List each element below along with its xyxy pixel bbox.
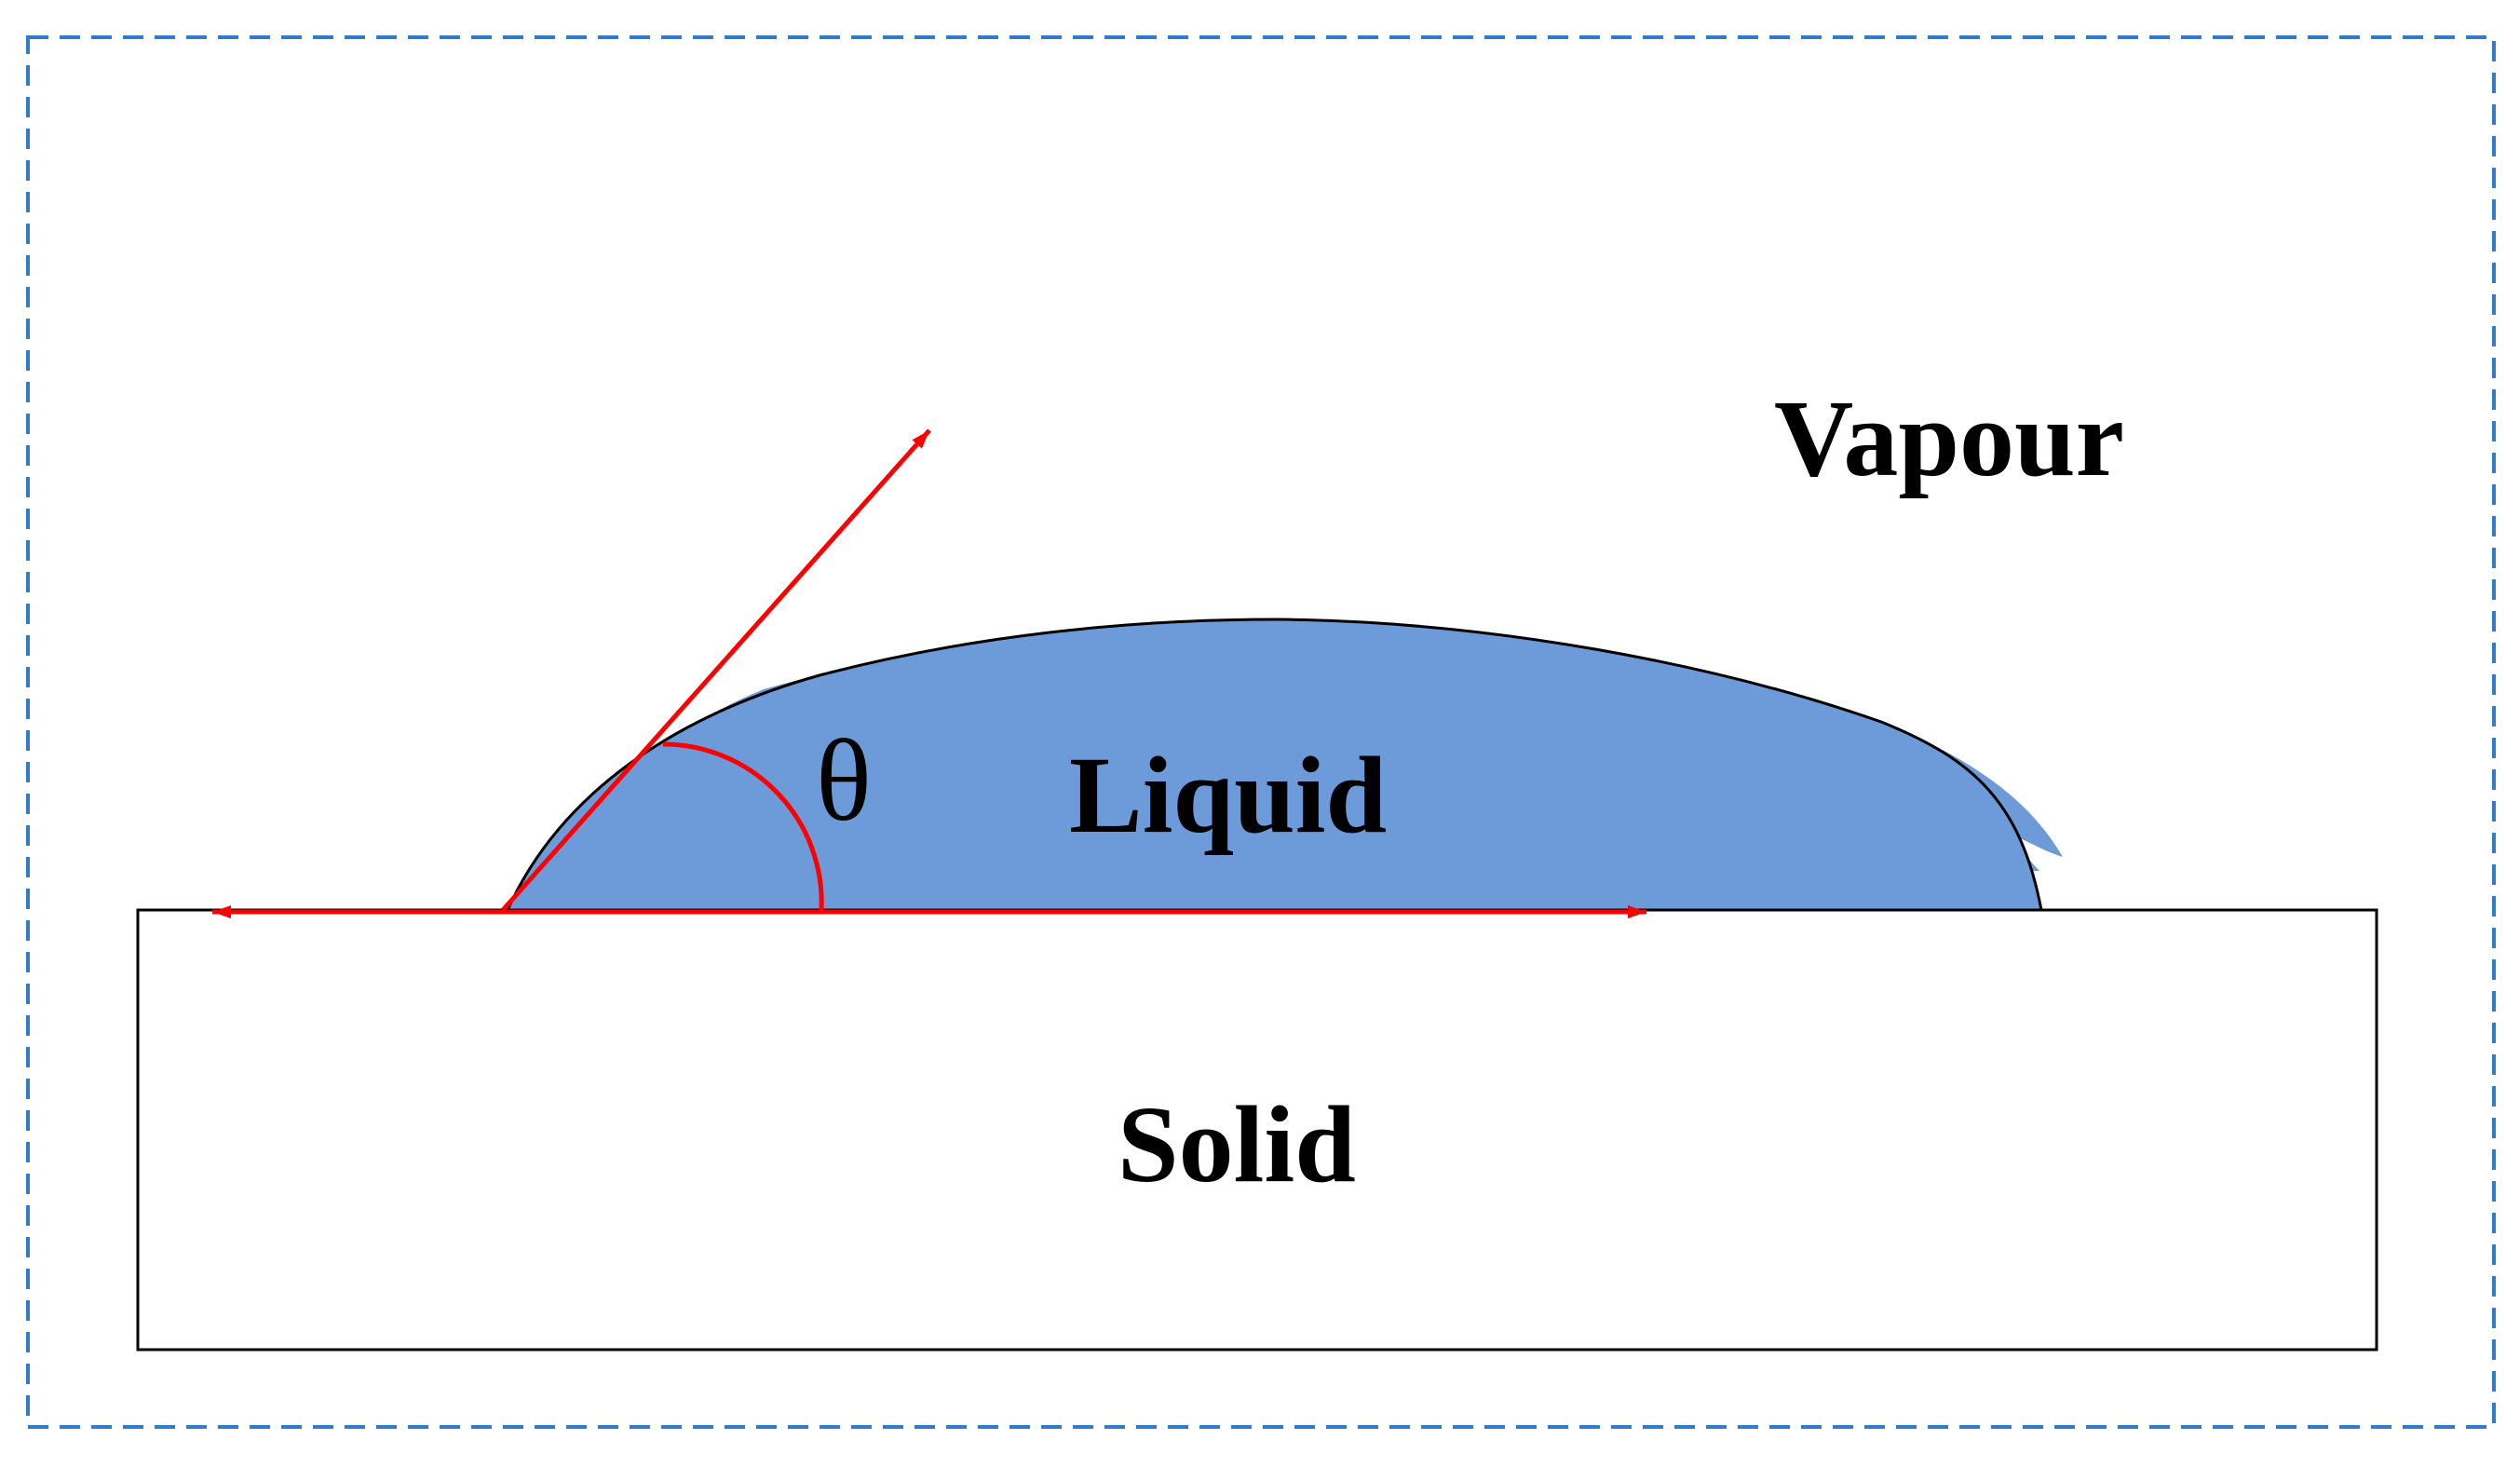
vapour-label: Vapour [1774, 377, 2124, 499]
liquid-droplet-shape [505, 618, 2043, 912]
dashed-frame [26, 35, 2496, 1429]
contact-angle-arc [662, 741, 824, 911]
liquid-label: Liquid [1069, 734, 1387, 856]
theta-angle-label: θ [816, 717, 872, 846]
solid-label: Solid [1118, 1083, 1356, 1205]
liquid-vapour-tension-arrow [501, 428, 931, 912]
solid-substrate [136, 908, 2378, 1352]
